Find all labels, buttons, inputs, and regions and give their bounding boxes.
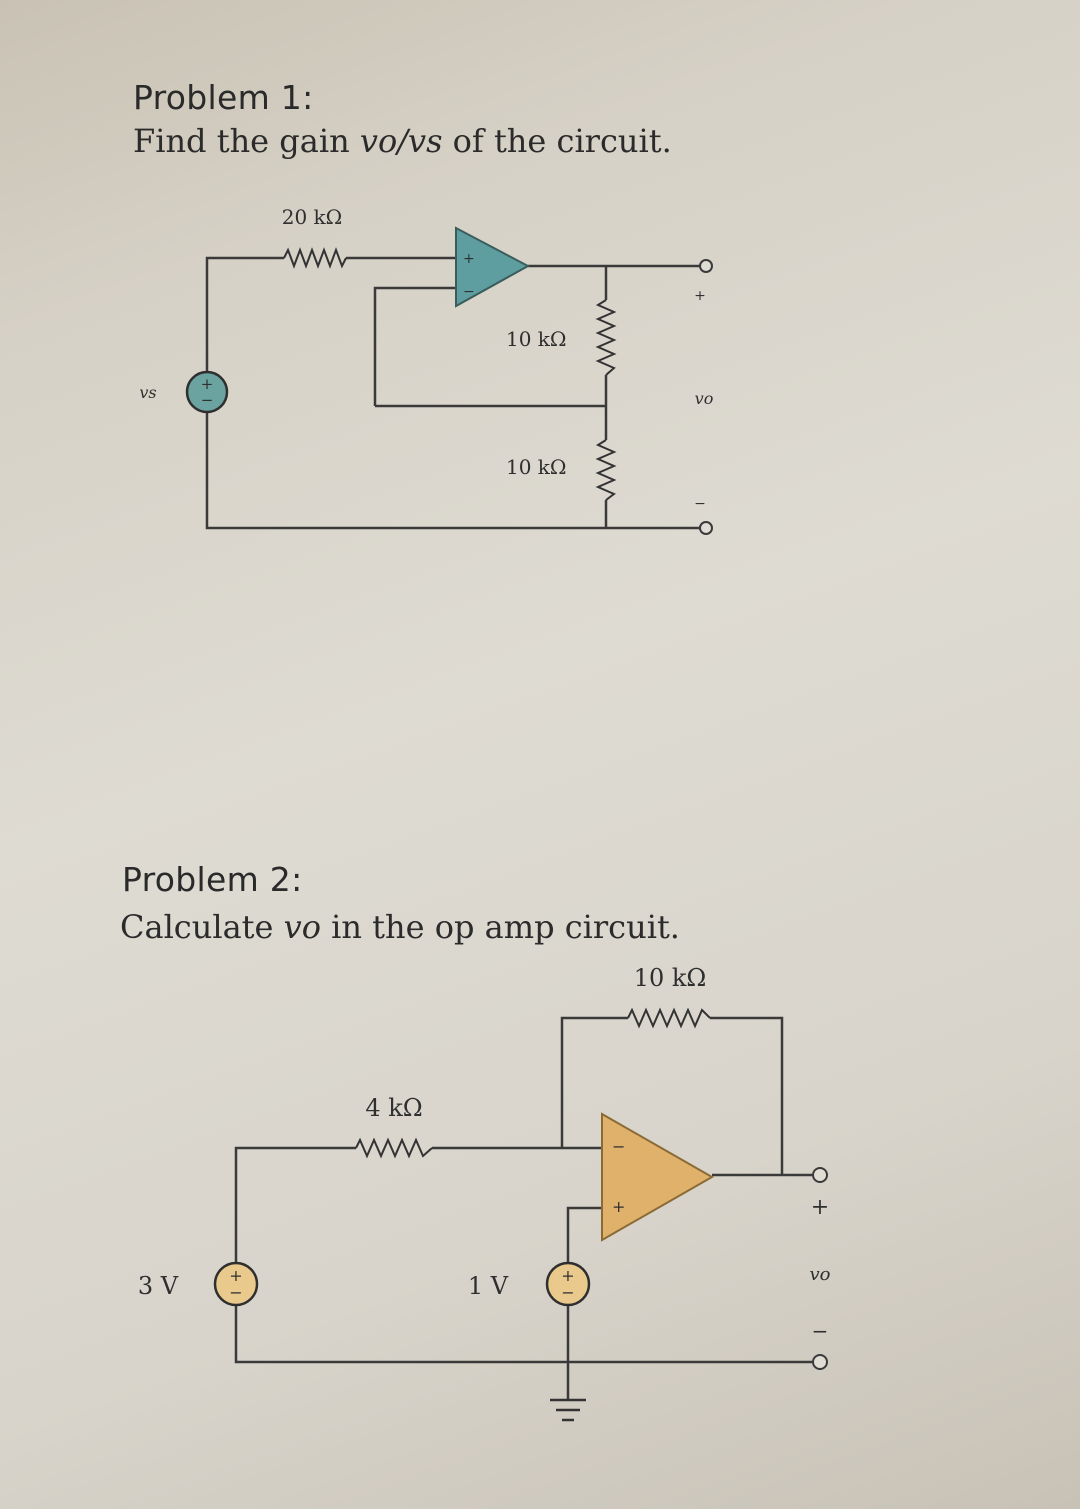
c1-label-10k-bottom: 10 kΩ: [506, 455, 567, 479]
c2-output-plus: +: [811, 1195, 829, 1220]
c1-output-plus: +: [694, 288, 706, 304]
c1-output-terminal-bottom: [699, 521, 713, 535]
c2-source-1v-plus: +: [561, 1266, 574, 1285]
problem-2-text-before: Calculate: [120, 908, 284, 946]
c2-label-vo: vo: [809, 1264, 830, 1285]
c1-source-minus: −: [201, 391, 214, 409]
problem-2-question: Calculate vo in the op amp circuit.: [120, 908, 680, 946]
c2-wire-noninverting: [566, 1206, 602, 1264]
c2-source-1v-minus: −: [561, 1283, 574, 1302]
c1-label-10k-top: 10 kΩ: [506, 327, 567, 351]
c1-voltage-source-icon: [185, 370, 229, 414]
c2-resistor-4k: [355, 1137, 433, 1159]
c1-resistor-10k-bottom: [595, 439, 617, 501]
problem-1-text-after: of the circuit.: [442, 122, 672, 160]
c1-wire-bottom: [205, 412, 700, 530]
c1-wire-feedback: [373, 286, 456, 406]
c1-label-vo: vo: [695, 389, 714, 408]
c1-source-plus: +: [201, 375, 214, 393]
c1-resistor-20k: [283, 247, 347, 269]
problem-2-heading: Problem 2:: [122, 860, 303, 899]
c2-label-4k: 4 kΩ: [365, 1094, 422, 1122]
problem-1-question: Find the gain vo/vs of the circuit.: [133, 122, 672, 160]
c1-wire-left-top: [205, 256, 284, 372]
c2-output-minus: −: [812, 1319, 829, 1343]
c2-resistor-10k: [627, 1007, 711, 1029]
c2-wire-feedback-right: [710, 1016, 784, 1175]
problem-1-heading: Problem 1:: [133, 78, 314, 117]
c2-label-1v: 1 V: [468, 1272, 509, 1300]
c2-source-3v-plus: +: [229, 1266, 242, 1285]
problem-2-text-after: in the op amp circuit.: [320, 908, 680, 946]
problem-1-gain-expression: vo/vs: [359, 122, 443, 160]
c1-label-20k: 20 kΩ: [282, 205, 343, 229]
circuit-1: + − + − + − 20 kΩ 10 kΩ 10 kΩ vs vo: [139, 205, 714, 535]
c2-source-3v-icon: [213, 1261, 259, 1307]
c1-output-terminal-top: [699, 259, 713, 273]
c2-opamp-plus: +: [612, 1197, 625, 1216]
problem-1-text-before: Find the gain: [133, 122, 360, 160]
c2-source-1v-icon: [545, 1261, 591, 1307]
c2-wire-left-top: [234, 1146, 356, 1262]
c1-resistor-10k-top: [595, 299, 617, 376]
c2-wire-bottom: [234, 1304, 812, 1364]
c2-opamp-minus: −: [612, 1137, 625, 1156]
c1-opamp-plus: +: [463, 251, 475, 267]
c1-opamp-icon: [455, 226, 531, 308]
c2-wire-feedback-left: [560, 1016, 628, 1148]
c1-opamp-minus: −: [463, 284, 475, 300]
c2-label-10k: 10 kΩ: [634, 964, 707, 992]
c2-output-terminal-top: [812, 1167, 828, 1183]
c1-label-vs: vs: [139, 383, 156, 402]
circuit-2: + − + − − + + − 10 kΩ 4 kΩ 3 V 1 V vo: [138, 964, 831, 1422]
c2-label-3v: 3 V: [138, 1272, 179, 1300]
c2-opamp-icon: [601, 1112, 715, 1242]
c2-output-terminal-bottom: [812, 1354, 828, 1370]
c2-source-3v-minus: −: [229, 1283, 242, 1302]
c1-output-minus: −: [694, 496, 706, 512]
problem-2-variable: vo: [283, 908, 321, 946]
